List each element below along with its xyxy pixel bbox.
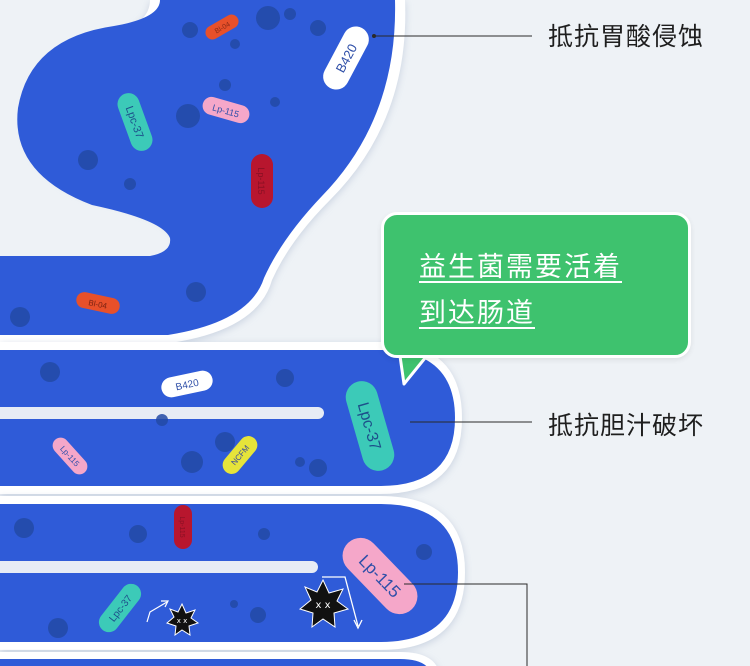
- pill-darkred-stomach-label: Lp-115: [256, 167, 266, 194]
- callout-line-1: 益生菌需要活着: [419, 252, 622, 283]
- pill-ncfm: NCFM: [222, 436, 258, 474]
- pill-b420-intestine-label: B420: [175, 378, 201, 394]
- pill-bi04-stomach-bottom-label: Bl-04: [88, 298, 109, 311]
- stomach-body: [0, 0, 396, 335]
- leader-line-intestine: [404, 583, 528, 666]
- intestine-segment-3: [0, 659, 427, 666]
- pill-b420-intestine: B420: [161, 370, 213, 398]
- pill-bi04-stomach-bottom: Bl-04: [76, 292, 120, 314]
- callout-tail-seam: [401, 345, 439, 351]
- pill-darkred-intestine: Lp-115: [174, 505, 192, 549]
- dead-bacteria-star-large: x x: [298, 578, 350, 629]
- callout-bubble: 益生菌需要活着 到达肠道: [381, 212, 691, 358]
- pill-darkred-intestine-label: Lp-115: [178, 516, 185, 537]
- death-arrow-large: [322, 576, 359, 627]
- dead-bacteria-star-small: x x: [166, 602, 200, 637]
- svg-text:x x: x x: [315, 600, 330, 611]
- callout-line-2: 到达肠道: [419, 298, 535, 329]
- pill-lp115-stomach: Lp-115: [202, 96, 250, 124]
- death-arrow-small: [146, 601, 168, 623]
- label-stomach-acid: 抵抗胃酸侵蚀: [548, 22, 705, 51]
- label-bile: 抵抗胆汁破坏: [548, 411, 705, 440]
- pill-lpc37-intestine: Lpc-37: [345, 381, 395, 471]
- pill-lp115-intestine-2: Lp-115: [342, 537, 418, 615]
- particle-dots: [10, 6, 432, 638]
- pill-darkred-stomach: Lp-115: [251, 154, 273, 208]
- pill-lpc37-stomach: Lpc-37: [117, 93, 153, 151]
- svg-text:x x: x x: [177, 617, 188, 625]
- pill-bi04-stomach-top: Bl-04: [205, 14, 239, 40]
